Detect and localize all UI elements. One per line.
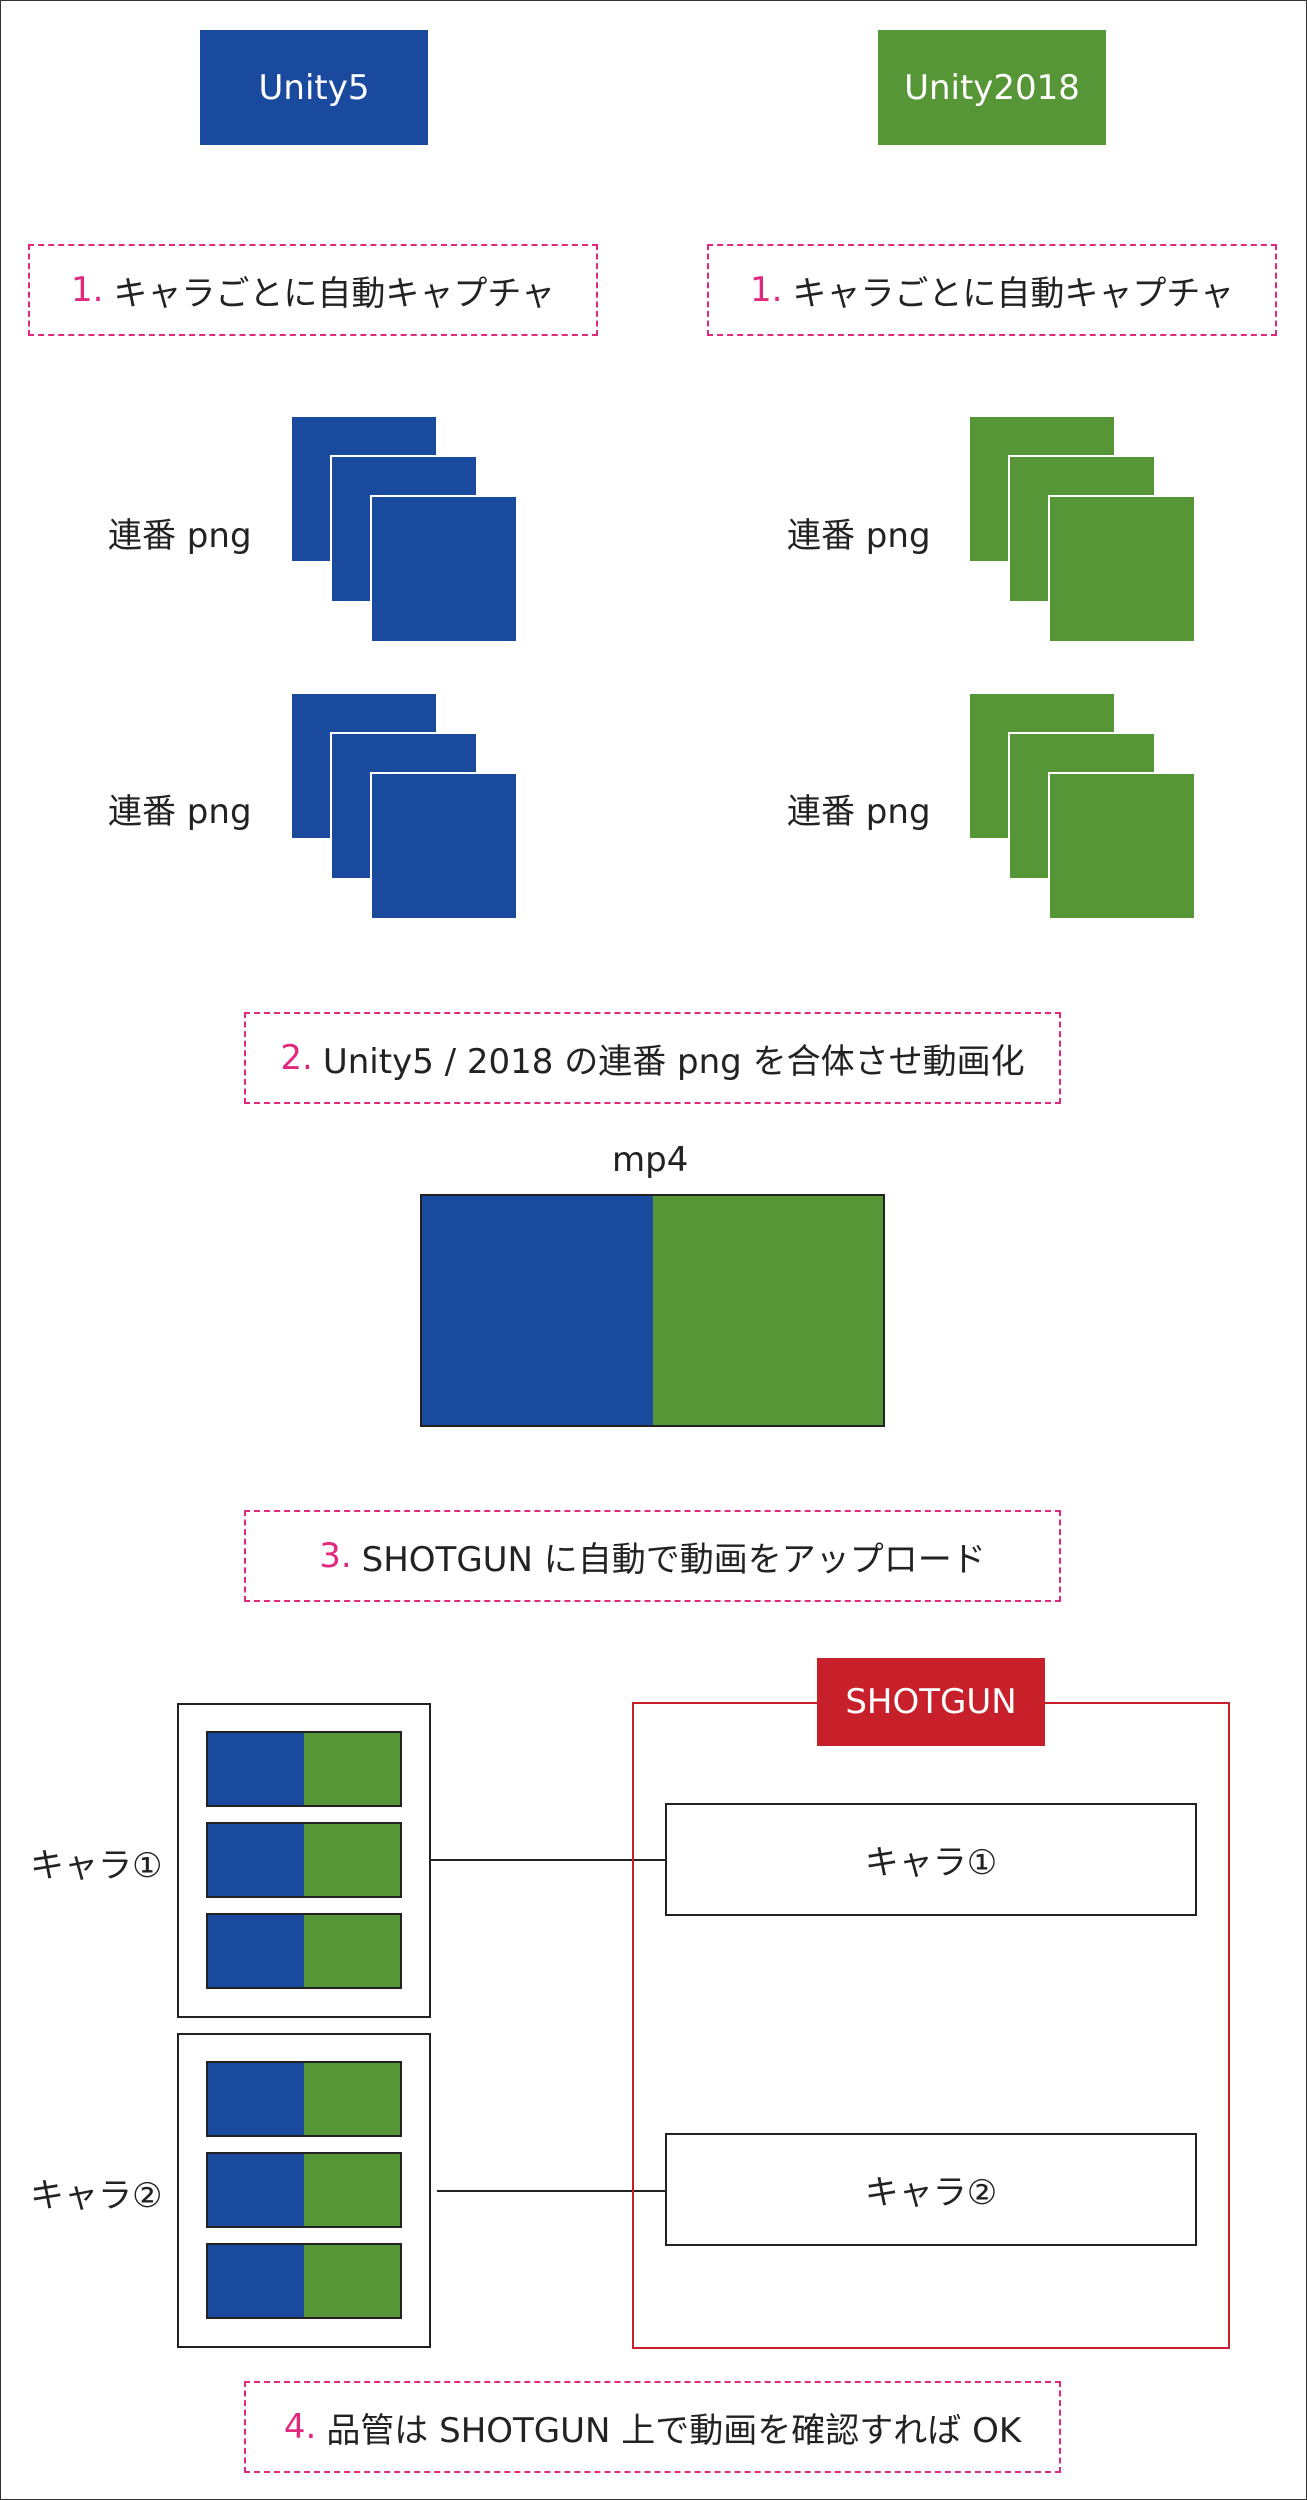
unity5-header: Unity5 — [200, 30, 428, 145]
step-2: 2. Unity5 / 2018 の連番 png を合体させ動画化 — [244, 1012, 1061, 1104]
mp4-label: mp4 — [612, 1140, 689, 1180]
video-thumbnail — [206, 2061, 402, 2137]
step-1-left: 1. キャラごとに自動キャプチャ — [28, 244, 598, 336]
unity2018-header: Unity2018 — [878, 30, 1106, 145]
character-1-label: キャラ① — [30, 1846, 163, 1886]
character-1-videos — [177, 1703, 431, 2018]
connector-character-2 — [437, 2190, 665, 2192]
video-thumbnail — [206, 1822, 402, 1898]
png-frame — [1048, 772, 1196, 920]
png-frame — [1048, 495, 1196, 643]
step-2-text: Unity5 / 2018 の連番 png を合体させ動画化 — [322, 1041, 1025, 1082]
shotgun-item-label: キャラ② — [864, 2173, 998, 2213]
mp4-video — [420, 1194, 885, 1427]
step-3: 3. SHOTGUN に自動で動画をアップロード — [244, 1510, 1061, 1602]
step-1-right-number: 1. — [749, 270, 783, 310]
sequence-label-right-2: 連番 png — [787, 792, 931, 832]
sequence-label-left-1: 連番 png — [108, 516, 252, 556]
step-4: 4. 品管は SHOTGUN 上で動画を確認すれば OK — [244, 2381, 1061, 2473]
video-thumbnail — [206, 1913, 402, 1989]
shotgun-panel — [632, 1702, 1230, 2349]
video-thumbnail — [206, 2152, 402, 2228]
shotgun-title: SHOTGUN — [817, 1658, 1045, 1746]
unity5-header-label: Unity5 — [258, 67, 370, 108]
sequence-label-right-1: 連番 png — [787, 516, 931, 556]
sequence-label-left-2: 連番 png — [108, 792, 252, 832]
step-1-right-text: キャラごとに自動キャプチャ — [792, 273, 1235, 314]
step-4-text: 品管は SHOTGUN 上で動画を確認すれば OK — [326, 2410, 1022, 2451]
step-2-number: 2. — [280, 1038, 313, 1078]
mp4-unity5-half — [422, 1196, 653, 1425]
png-stack-left-1 — [290, 415, 520, 645]
video-thumbnail — [206, 2243, 402, 2319]
png-stack-left-2 — [290, 692, 520, 922]
step-1-left-number: 1. — [70, 270, 104, 310]
step-3-number: 3. — [319, 1536, 352, 1576]
step-1-right: 1. キャラごとに自動キャプチャ — [707, 244, 1277, 336]
step-4-number: 4. — [283, 2407, 317, 2447]
png-stack-right-1 — [968, 415, 1198, 645]
connector-character-1 — [431, 1859, 665, 1861]
shotgun-item-label: キャラ① — [864, 1843, 998, 1883]
png-stack-right-2 — [968, 692, 1198, 922]
unity2018-header-label: Unity2018 — [904, 67, 1080, 108]
character-2-videos — [177, 2033, 431, 2348]
shotgun-title-label: SHOTGUN — [845, 1682, 1017, 1722]
step-1-left-text: キャラごとに自動キャプチャ — [113, 273, 556, 314]
shotgun-item-character-2: キャラ② — [665, 2133, 1197, 2246]
mp4-unity2018-half — [652, 1196, 883, 1425]
character-2-label: キャラ② — [30, 2176, 163, 2216]
png-frame — [370, 772, 518, 920]
shotgun-item-character-1: キャラ① — [665, 1803, 1197, 1916]
video-thumbnail — [206, 1731, 402, 1807]
png-frame — [370, 495, 518, 643]
step-3-text: SHOTGUN に自動で動画をアップロード — [361, 1539, 986, 1580]
